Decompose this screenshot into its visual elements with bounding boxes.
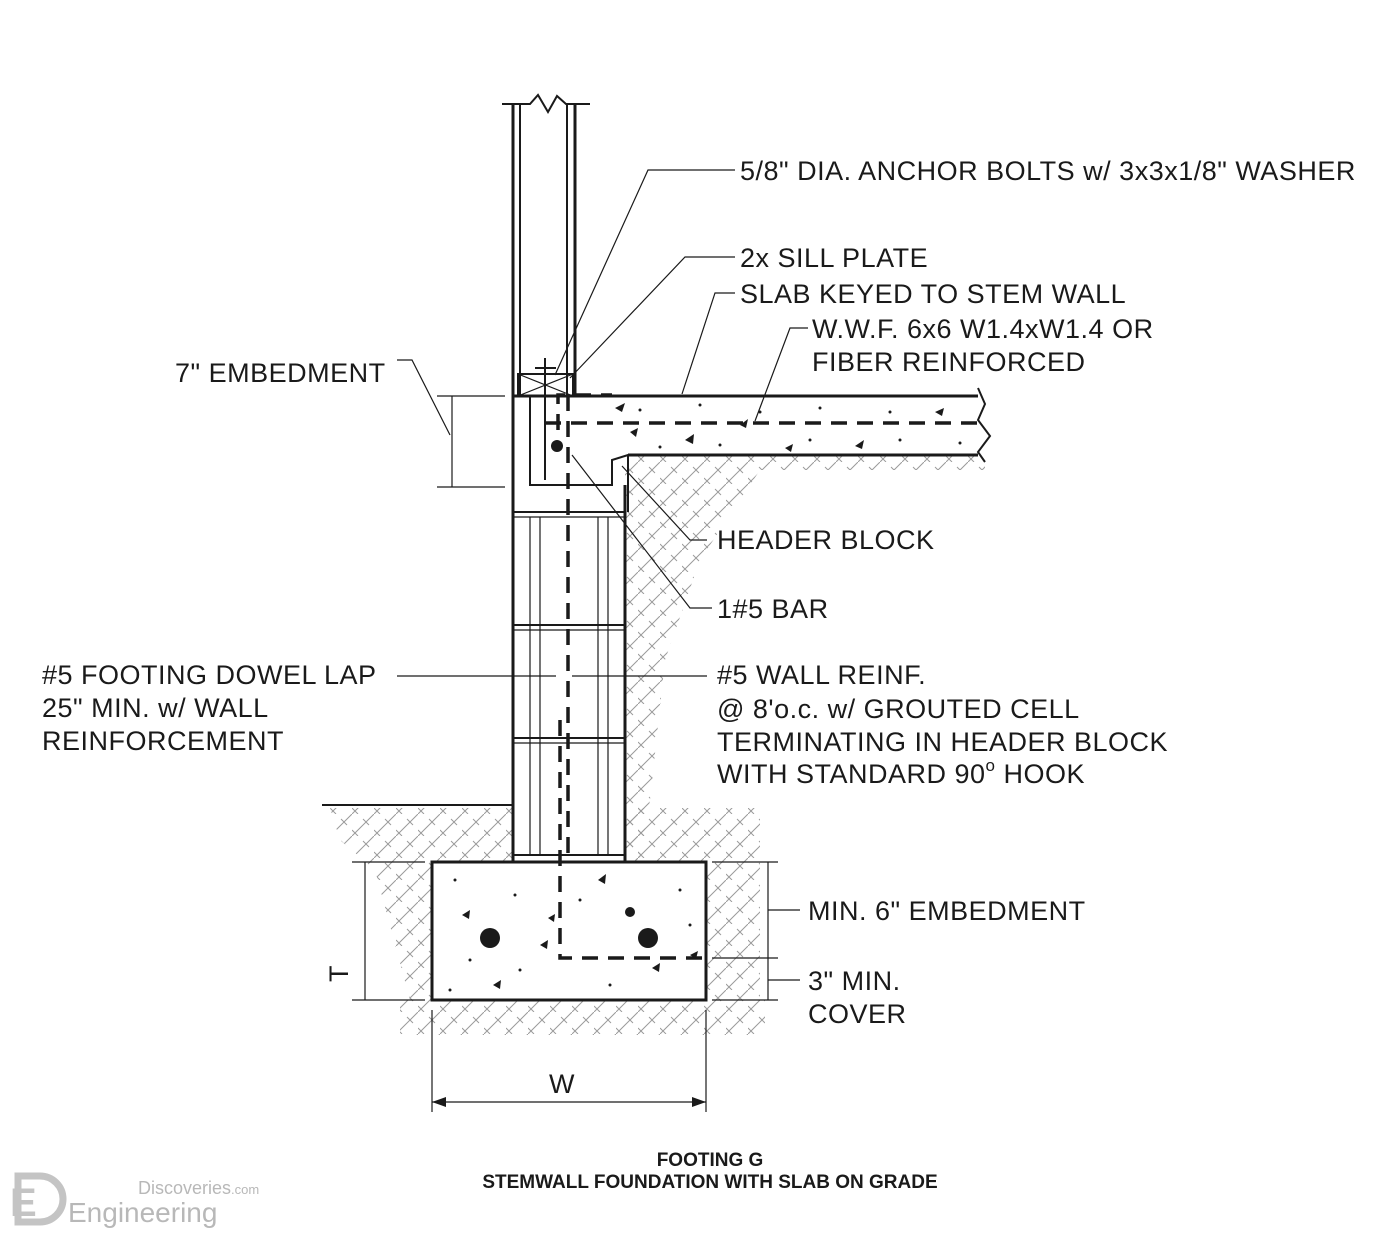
label-dowel-line2: 25" MIN. w/ WALL	[42, 693, 269, 723]
sill-plate	[517, 358, 574, 480]
label-wall-reinf-line4: WITH STANDARD 90o HOOK	[717, 756, 1085, 789]
label-wwf-line2: FIBER REINFORCED	[812, 347, 1086, 377]
label-header-block: HEADER BLOCK	[717, 525, 935, 555]
slab	[513, 387, 992, 463]
leader-anchor	[554, 169, 735, 376]
stud-wall	[502, 93, 590, 396]
leader-1-5-bar	[571, 454, 712, 609]
logo-main: Engineering	[68, 1197, 217, 1228]
label-min-6-embedment: MIN. 6" EMBEDMENT	[808, 896, 1086, 926]
label-sill-plate: 2x SILL PLATE	[740, 243, 928, 273]
embed-cover-dimension	[712, 861, 800, 1001]
title-line1: FOOTING G	[657, 1150, 764, 1171]
embedment-7-dimension	[397, 359, 505, 488]
label-anchor-bolts: 5/8" DIA. ANCHOR BOLTS w/ 3x3x1/8" WASHE…	[740, 156, 1356, 186]
logo: E Discoveries.com Engineering	[10, 1172, 259, 1228]
footing	[430, 720, 708, 1002]
label-cover-line1: 3" MIN.	[808, 966, 901, 996]
break-line	[502, 93, 590, 115]
soil-hatch	[330, 455, 985, 1035]
label-cover-line2: COVER	[808, 999, 907, 1029]
label-dim-t: T	[324, 965, 354, 982]
leader-sill	[569, 256, 735, 379]
logo-sub: Discoveries.com	[138, 1178, 259, 1198]
title-line2: STEMWALL FOUNDATION WITH SLAB ON GRADE	[482, 1172, 937, 1193]
leader-slab-keyed	[681, 292, 735, 395]
logo-mark	[14, 1172, 67, 1226]
label-dim-w: W	[549, 1069, 575, 1099]
slab-break	[976, 387, 992, 463]
label-dowel-line3: REINFORCEMENT	[42, 726, 284, 756]
label-dowel-line1: #5 FOOTING DOWEL LAP	[42, 660, 377, 690]
w-dimension	[431, 1010, 707, 1112]
cmu-stem-wall	[513, 393, 625, 862]
footing-dowel	[558, 720, 706, 960]
label-slab-keyed: SLAB KEYED TO STEM WALL	[740, 279, 1126, 309]
leader-wwf	[754, 327, 808, 422]
label-wall-reinf-line1: #5 WALL REINF.	[717, 660, 926, 690]
label-1-5-bar: 1#5 BAR	[717, 594, 829, 624]
bar-1-5	[551, 440, 563, 452]
label-wwf-line1: W.W.F. 6x6 W1.4xW1.4 OR	[812, 314, 1154, 344]
t-dimension	[352, 861, 425, 1001]
label-embedment-7: 7" EMBEDMENT	[175, 358, 386, 388]
leaders	[397, 169, 808, 677]
header-block	[511, 396, 629, 862]
aggregate	[448, 403, 962, 992]
logo-letter: E	[10, 1181, 37, 1225]
leader-header-block	[621, 465, 707, 541]
label-wall-reinf-line2: @ 8'o.c. w/ GROUTED CELL	[717, 694, 1080, 724]
label-wall-reinf-line3: TERMINATING IN HEADER BLOCK	[717, 727, 1168, 757]
